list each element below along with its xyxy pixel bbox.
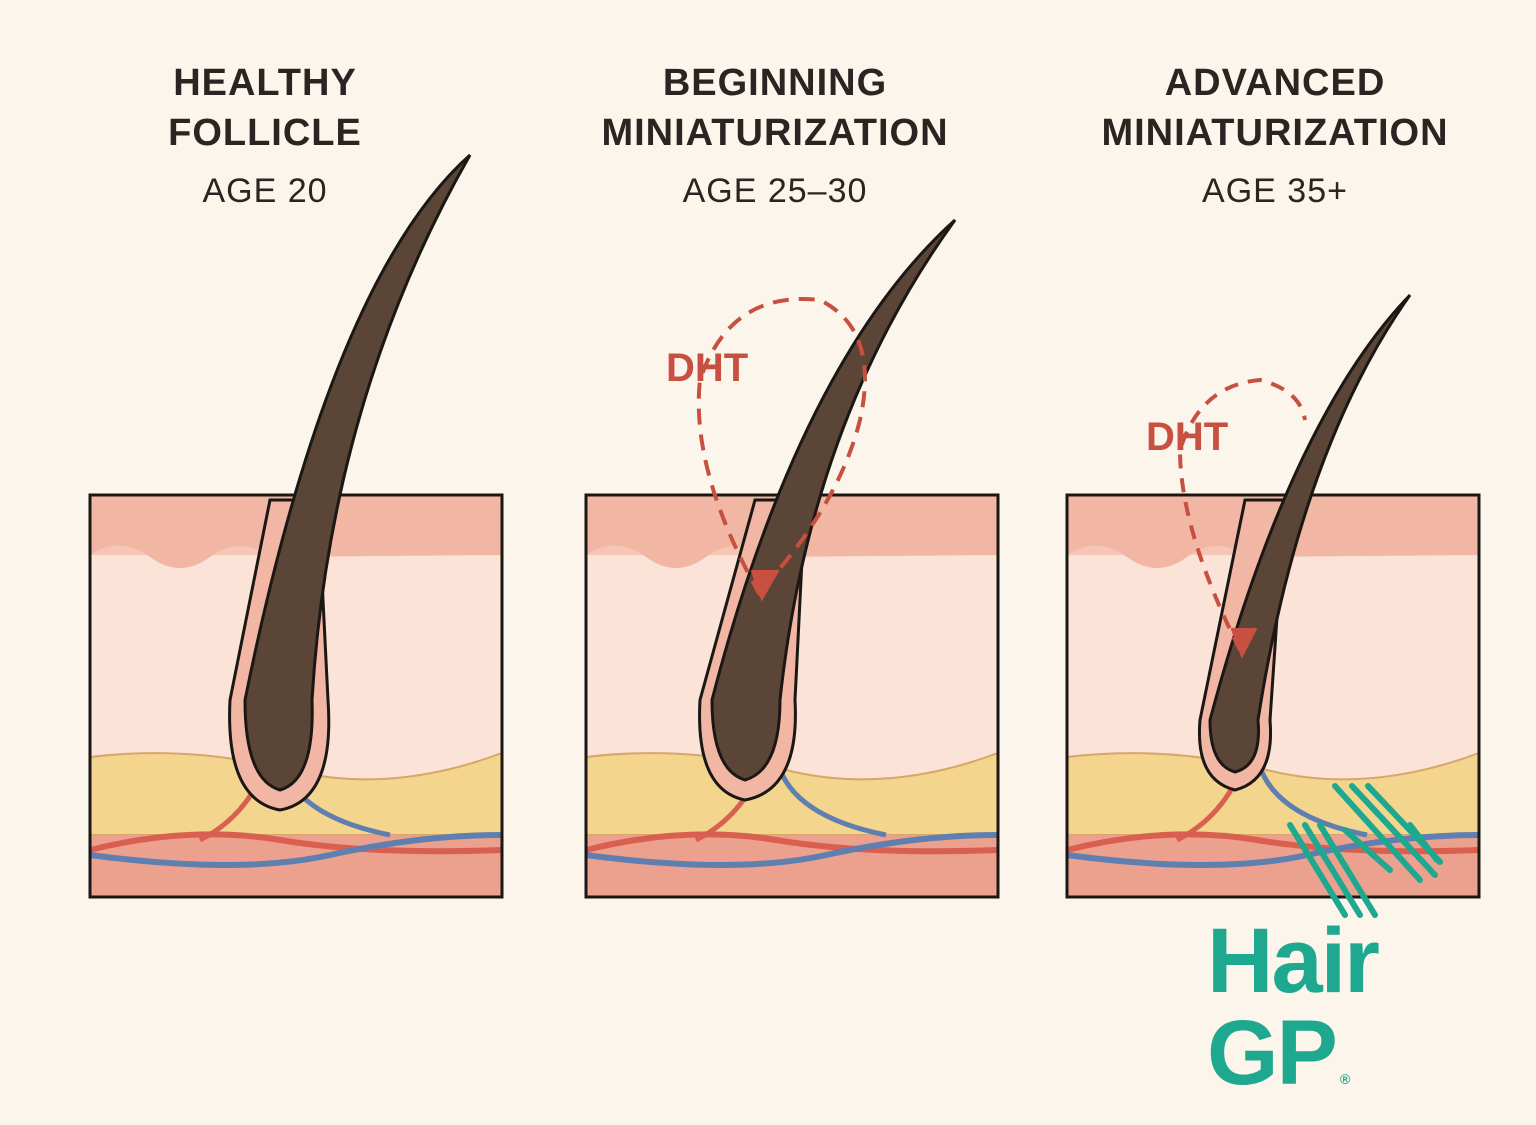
panel-2-age: AGE 25–30: [682, 172, 868, 210]
panel-1-hair: [243, 153, 472, 792]
registered-mark: ®: [1339, 1071, 1350, 1087]
panel-1-heading-line-2: FOLLICLE: [168, 112, 362, 154]
panel-3-heading-line-2: MINIATURIZATION: [1101, 112, 1449, 154]
brand-mark-icon: [1287, 783, 1443, 918]
panel-3-title: ADVANCED MINIATURIZATION AGE 35+: [1060, 58, 1490, 211]
follicle-diagrams: [0, 153, 1536, 918]
panel-3-age: AGE 35+: [1202, 172, 1348, 210]
panel-2-hair: [710, 218, 957, 782]
panel-3-heading-line-1: ADVANCED: [1164, 62, 1386, 104]
brand-logo: Hair GP®: [1207, 915, 1536, 1125]
panel-1-heading-line-1: HEALTHY: [173, 62, 357, 104]
panel-1-age: AGE 20: [202, 172, 328, 210]
panel-3-dht-label: DHT: [1146, 415, 1229, 459]
panel-3-dht-arrow: [1177, 377, 1307, 651]
panel-2-heading-line-1: BEGINNING: [662, 62, 888, 104]
panel-3-hair: [1208, 293, 1412, 774]
panel-2-dht-label: DHT: [666, 346, 749, 390]
panel-2-dht-arrow: [696, 297, 867, 596]
brand-name: Hair GP: [1207, 910, 1380, 1104]
panel-2-title: BEGINNING MINIATURIZATION AGE 25–30: [560, 58, 990, 211]
panel-1-title: HEALTHY FOLLICLE AGE 20: [90, 58, 440, 211]
panel-2-heading-line-2: MINIATURIZATION: [601, 112, 949, 154]
